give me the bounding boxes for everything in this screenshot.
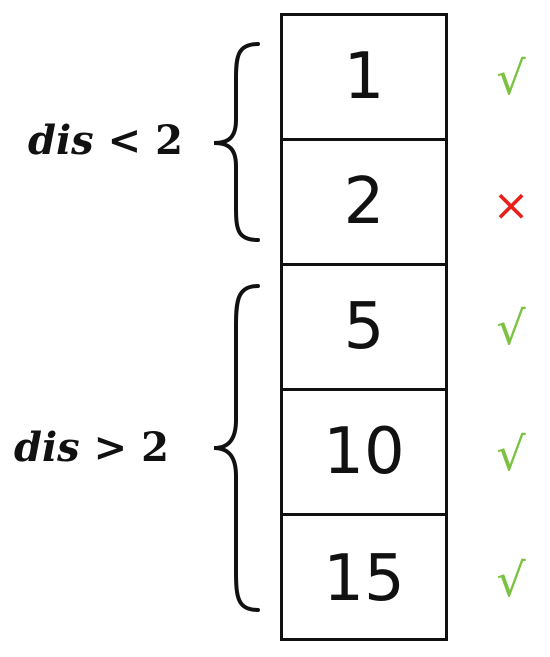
cell-value: 5	[283, 266, 445, 391]
cell-value: 1	[283, 16, 445, 141]
brace-greater-than-two	[213, 284, 260, 612]
check-mark-icon: √	[496, 51, 526, 105]
group-var: dis	[14, 424, 80, 471]
cell-value: 10	[283, 391, 445, 516]
check-mark-icon: √	[496, 301, 526, 355]
check-mark-icon: √	[496, 553, 526, 607]
group-label-less-than: dis < 2	[28, 117, 183, 164]
cell-value: 15	[323, 541, 405, 616]
value-column: 1 2 5 10 15	[280, 13, 448, 641]
group-op: <	[107, 117, 142, 164]
check-mark-icon: √	[496, 427, 526, 481]
cell-value: 2	[283, 141, 445, 266]
cross-mark-icon: ×	[492, 180, 530, 231]
group-num: 2	[155, 117, 183, 164]
brace-lower-than-two	[213, 42, 260, 242]
group-var: dis	[28, 117, 94, 164]
group-label-greater-than: dis > 2	[14, 424, 169, 471]
group-num: 2	[141, 424, 169, 471]
group-op: >	[93, 424, 128, 471]
